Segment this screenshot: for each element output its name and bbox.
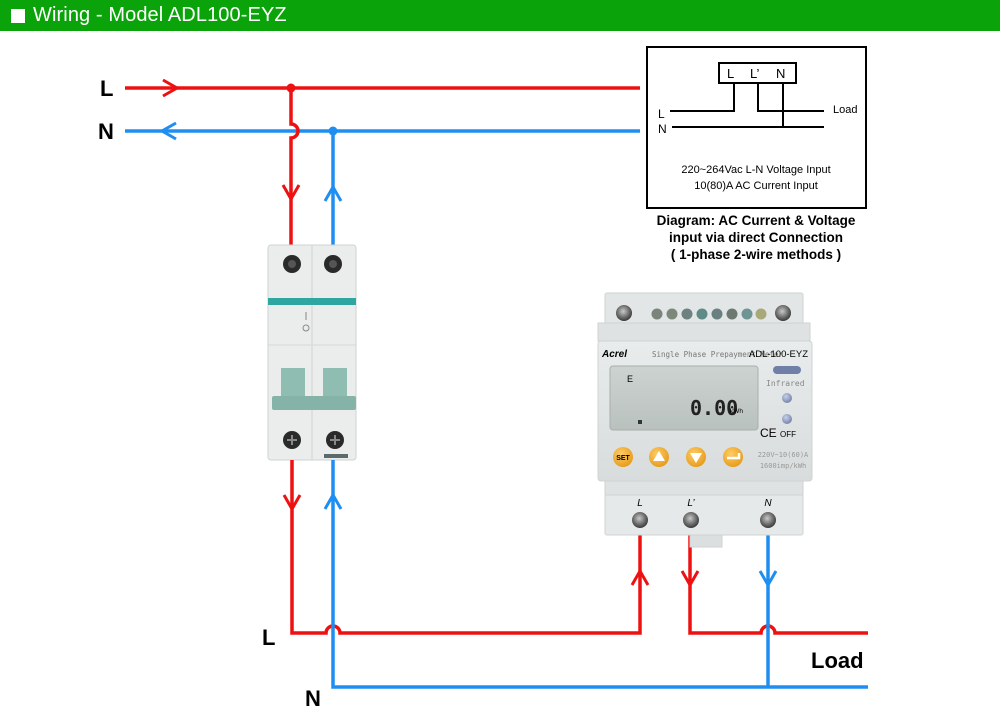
page-title: Wiring - Model ADL100-EYZ	[33, 4, 287, 26]
header-bar: Wiring - Model ADL100-EYZ	[0, 0, 1000, 31]
inset-spec-current: 10(80)A AC Current Input	[694, 180, 818, 192]
up-button[interactable]	[649, 447, 669, 467]
line-to-meter-wire	[290, 460, 642, 635]
meter-rating-2: 1600imp/kWh	[760, 462, 806, 470]
meter-lcd	[609, 365, 759, 431]
supply-wires	[125, 78, 640, 245]
inset-n-label: N	[658, 122, 667, 136]
meter-terminal-n-screw	[760, 512, 776, 528]
inset-caption-line-3: ( 1-phase 2-wire methods )	[671, 247, 841, 262]
meter-terminal-lprime-label: L’	[687, 498, 695, 509]
meter-top-screw-icon	[775, 305, 791, 321]
output-wires	[282, 460, 868, 689]
set-button[interactable]: SET	[613, 447, 633, 467]
meter-top-screw-icon	[616, 305, 632, 321]
triangle-up-icon	[653, 451, 665, 461]
meter-terminal-n-label: N	[764, 498, 772, 509]
inset-l-label: L	[658, 107, 665, 121]
ce-mark: CE	[760, 426, 777, 440]
down-button[interactable]	[686, 447, 706, 467]
circuit-breaker	[267, 244, 357, 461]
header-square-icon	[11, 8, 25, 23]
meter-terminal-l-label: L	[637, 498, 643, 509]
off-label: OFF	[780, 430, 796, 439]
lcd-value: 0.00	[690, 396, 738, 420]
arrow-down-icon	[282, 494, 302, 513]
inset-spec-voltage: 220~264Vac L-N Voltage Input	[681, 164, 830, 176]
line-drop-wire	[289, 88, 300, 245]
inset-caption-line-1: Diagram: AC Current & Voltage	[657, 213, 856, 228]
enter-button[interactable]	[723, 447, 743, 467]
arrow-left-icon	[158, 121, 177, 141]
meter-aux-terminals	[651, 308, 767, 320]
inset-load-label: Load	[833, 104, 857, 116]
energy-meter: Acrel Single Phase Prepayment Meter ADL-…	[597, 292, 813, 548]
arrow-up-icon	[630, 567, 650, 586]
arrow-right-icon	[162, 78, 181, 98]
lock-icon	[638, 420, 642, 424]
meter-rating-1: 220V~10(60)A	[758, 451, 809, 459]
meter-terminal-lprime-screw	[683, 512, 699, 528]
enter-icon	[727, 453, 741, 460]
load-label: Load	[811, 648, 864, 673]
neutral-to-load-wire	[331, 460, 868, 689]
off-led-icon	[782, 414, 792, 424]
infrared-port	[773, 366, 801, 374]
pulse-led-icon	[782, 393, 792, 403]
meter-model: ADL-100-EYZ	[749, 349, 808, 360]
meter-terminal-l-screw	[632, 512, 648, 528]
lcd-unit: kWh	[730, 408, 743, 415]
lcd-indicator: E	[627, 374, 633, 384]
inset-terminal-l: L	[727, 66, 734, 81]
inset-caption-line-2: input via direct Connection	[669, 230, 843, 245]
output-line-label: L	[262, 625, 275, 650]
arrow-up-icon	[323, 183, 343, 202]
supply-neutral-label: N	[98, 119, 114, 144]
breaker-handle[interactable]	[272, 396, 356, 410]
arrow-up-icon	[323, 491, 343, 510]
arrow-down-icon	[680, 570, 700, 589]
arrow-down-icon	[281, 184, 301, 203]
arrow-down-icon	[758, 570, 778, 589]
set-button-label: SET	[616, 455, 630, 462]
inset-terminal-lprime: L’	[750, 66, 760, 81]
inset-terminal-n: N	[776, 66, 785, 81]
infrared-label: Infrared	[766, 379, 805, 388]
meter-description: Single Phase Prepayment Meter	[652, 350, 783, 359]
meter-brand: Acrel	[601, 349, 627, 360]
output-neutral-label: N	[305, 686, 321, 711]
supply-line-label: L	[100, 76, 113, 101]
inset-diagram: L L’ N L N Load 220~264Vac L-N Voltage I…	[646, 46, 867, 262]
triangle-down-icon	[690, 453, 702, 463]
